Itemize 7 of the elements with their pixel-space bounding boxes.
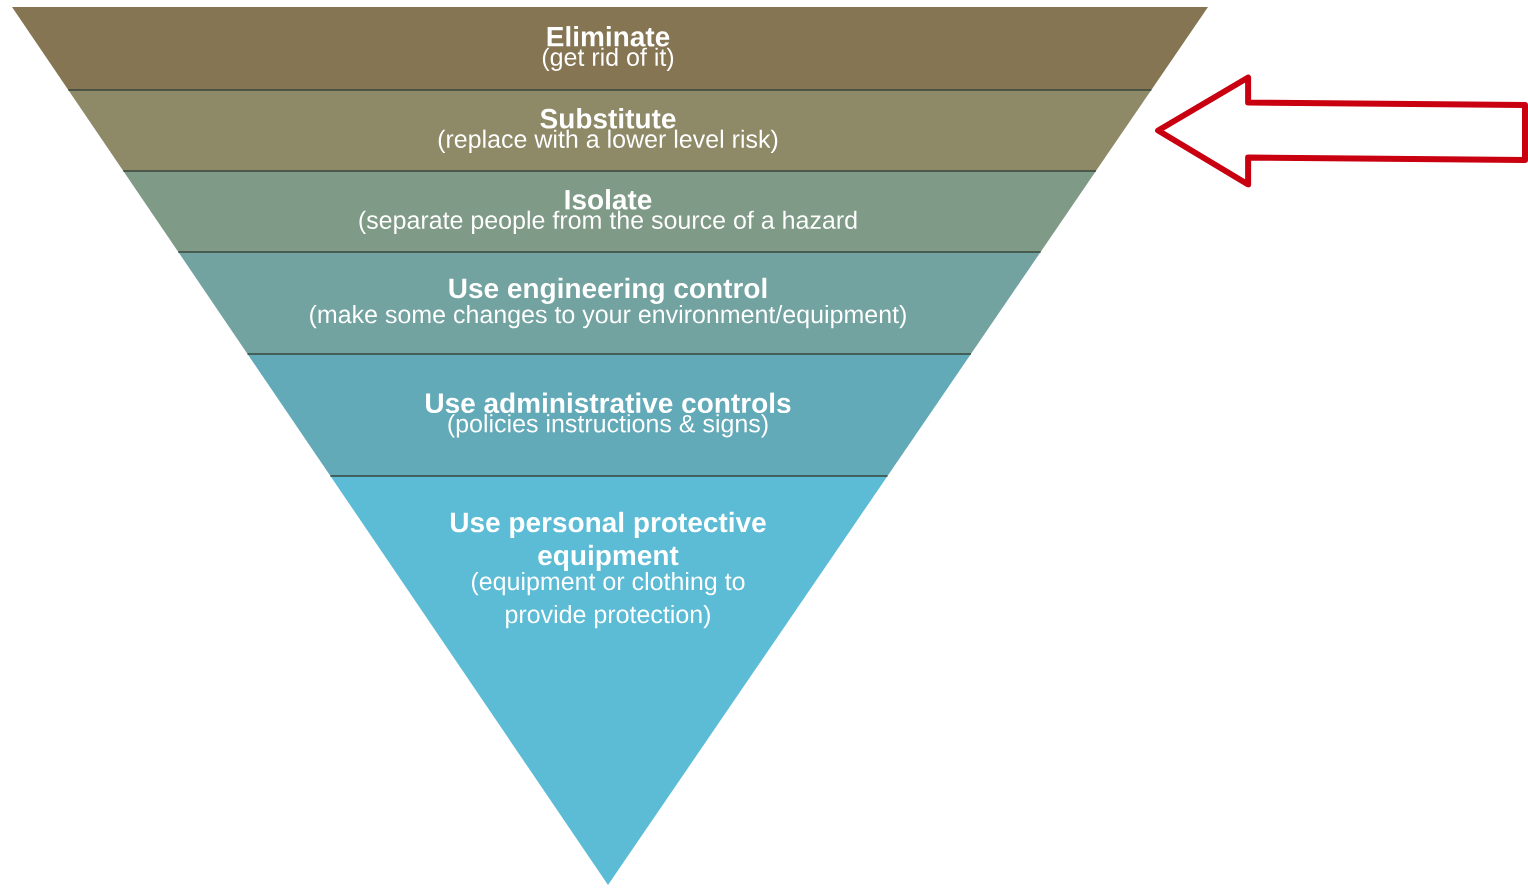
pyramid-band: Eliminate (get rid of it) [12,7,1208,90]
pyramid-band: Use engineering control (make some changes to your environment/equipment) [178,252,1041,354]
block-arrow [1155,74,1528,188]
pyramid-band: Isolate (separate people from the source of a hazard [123,171,1096,252]
pyramid-band: Use administrative controls (policies instructions & signs) [247,354,971,476]
pyramid-band: Use personal protective equipment (equipment or clothing to provide protection) [330,476,888,885]
pyramid-band: Substitute (replace with a lower level risk) [68,90,1152,171]
